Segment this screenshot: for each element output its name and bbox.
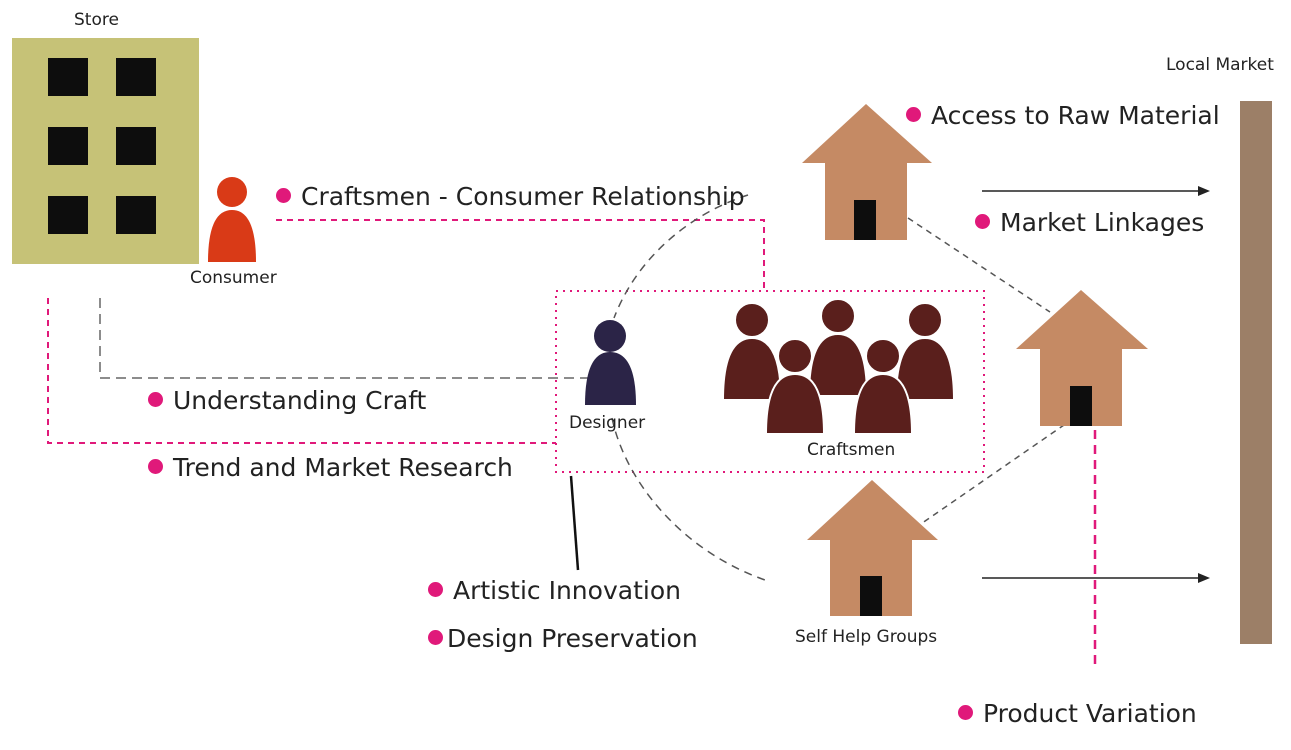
- craftsmen-label: Craftsmen: [807, 440, 896, 460]
- self-help-groups-label: Self Help Groups: [795, 627, 938, 647]
- bullet-product-variation: Product Variation: [958, 699, 1197, 728]
- craftsmen-icon: [721, 298, 956, 435]
- arrow-to-market-bottom: [982, 573, 1210, 583]
- bullet-craftsmen-consumer: Craftsmen - Consumer Relationship: [276, 182, 745, 211]
- house-icon-top: [802, 104, 932, 240]
- bullet-text: Market Linkages: [1000, 208, 1205, 237]
- consumer-relationship-link: [276, 219, 765, 291]
- bullet-dot: [975, 213, 990, 229]
- bullet-market-linkages: Market Linkages: [975, 208, 1204, 237]
- bullet-dot: [906, 106, 921, 122]
- bullet-access-raw-material: Access to Raw Material: [906, 101, 1220, 130]
- designer-arc: [611, 194, 766, 581]
- designer-label: Designer: [569, 413, 646, 433]
- bullet-text: Artistic Innovation: [453, 576, 681, 605]
- bullet-understanding-craft: Understanding Craft: [148, 386, 426, 415]
- bullet-text: Understanding Craft: [173, 386, 427, 415]
- bullet-text: Craftsmen - Consumer Relationship: [301, 182, 745, 211]
- trend-research-link: [47, 298, 556, 444]
- consumer-label: Consumer: [190, 268, 277, 288]
- designer-craftsmen-box: [555, 290, 985, 473]
- bullet-dot: [958, 704, 973, 720]
- local-market-bar: [1240, 101, 1272, 644]
- bullet-text: Product Variation: [983, 699, 1197, 728]
- arrow-to-market-top: [982, 186, 1210, 196]
- bullet-text: Access to Raw Material: [931, 101, 1220, 130]
- bullet-dot: [148, 391, 163, 407]
- bullet-design-preservation: Design Preservation: [428, 624, 698, 653]
- bullet-dot: [148, 458, 163, 474]
- bullet-trend-market-research: Trend and Market Research: [148, 453, 513, 482]
- house-link-bottom: [914, 424, 1065, 529]
- consumer-icon: [208, 177, 256, 262]
- local-market-label: Local Market: [1166, 55, 1274, 75]
- bullet-dot: [276, 187, 291, 203]
- house-icon-middle: [1016, 290, 1148, 426]
- house-icon-bottom: [807, 480, 938, 616]
- designer-icon: [585, 320, 636, 405]
- artistic-innovation-link: [569, 475, 580, 571]
- bullet-text: Trend and Market Research: [173, 453, 513, 482]
- store-building: [12, 38, 199, 264]
- understanding-craft-link: [99, 298, 590, 379]
- bullet-text: Design Preservation: [447, 624, 698, 653]
- bullet-dot: [428, 629, 443, 645]
- bullet-artistic-innovation: Artistic Innovation: [428, 576, 681, 605]
- bullet-dot: [428, 581, 443, 597]
- store-label: Store: [74, 10, 119, 30]
